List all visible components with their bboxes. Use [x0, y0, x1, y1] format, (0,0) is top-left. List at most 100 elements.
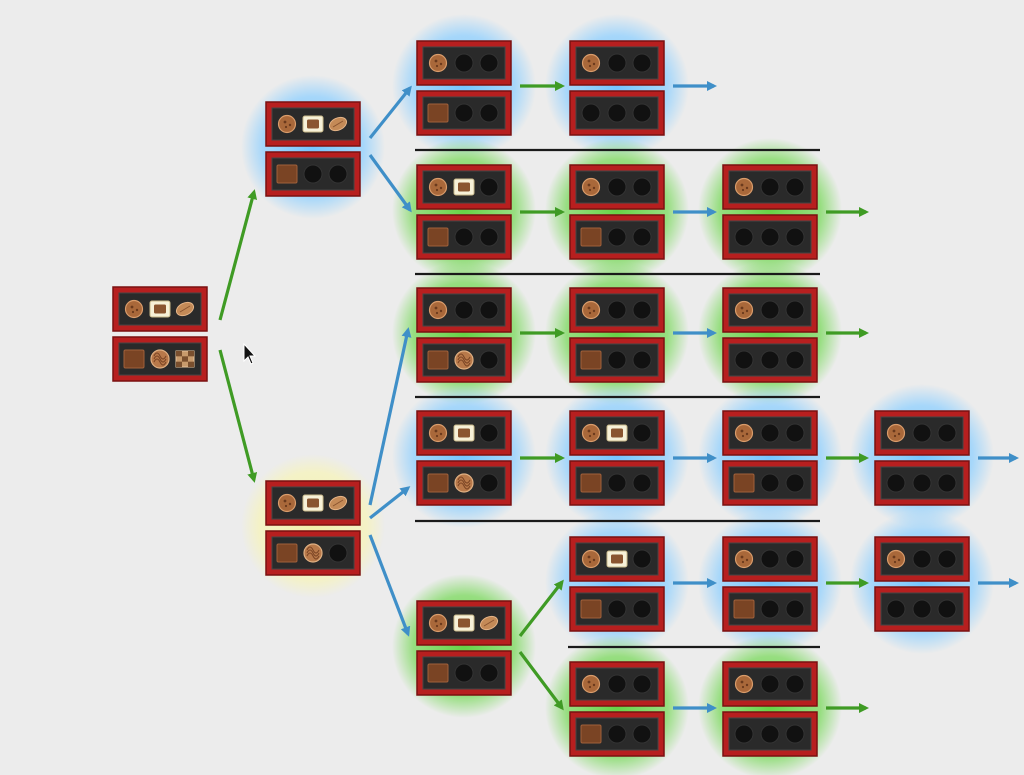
green-arrow: [218, 349, 258, 483]
chocolate-tray-top-l2-3: [416, 410, 512, 456]
empty-icon: [785, 300, 805, 320]
chocolate-tray-bottom-l1a: [265, 151, 361, 197]
state-node: [722, 536, 818, 632]
round-cookie-chocolate-icon: [734, 177, 754, 197]
round-cookie-chocolate-icon: [428, 423, 448, 443]
blue-glow: [392, 384, 536, 528]
state-node: [416, 164, 512, 260]
state-node: [569, 287, 665, 383]
empty-icon: [632, 599, 652, 619]
chocolate-tray-top-l1b: [265, 480, 361, 526]
empty-icon: [632, 350, 652, 370]
state-node: [874, 536, 970, 632]
empty-icon: [607, 300, 627, 320]
round-cookie-chocolate-icon: [581, 53, 601, 73]
wrapped-square-chocolate-icon: [606, 550, 628, 568]
empty-icon: [632, 53, 652, 73]
blue-arrow: [369, 486, 411, 520]
chocolate-tray-top-root: [112, 286, 208, 332]
state-node: [265, 101, 361, 197]
chocolate-tray-bottom-r1-0: [569, 214, 665, 260]
empty-icon: [632, 103, 652, 123]
green-glow: [545, 261, 689, 405]
chocolate-tray-bottom-l2-4: [416, 650, 512, 696]
yellow-glow: [241, 454, 385, 598]
chocolate-tray-bottom-l1b: [265, 530, 361, 576]
square-brown-chocolate-icon: [580, 473, 602, 493]
empty-icon: [632, 674, 652, 694]
empty-icon: [479, 53, 499, 73]
green-glow: [392, 574, 536, 718]
empty-icon: [760, 227, 780, 247]
empty-icon: [632, 300, 652, 320]
blue-glow: [545, 384, 689, 528]
chocolate-tray-top-r2-1: [722, 287, 818, 333]
chocolate-tray-bottom-r2-0: [569, 337, 665, 383]
square-brown-chocolate-icon: [276, 543, 298, 563]
blue-glow: [545, 14, 689, 158]
square-brown-chocolate-icon: [427, 350, 449, 370]
chocolate-tray-top-l2-4: [416, 600, 512, 646]
chocolate-tray-bottom-r5-0: [569, 711, 665, 757]
empty-icon: [479, 300, 499, 320]
chocolate-tray-bottom-r1-1: [722, 214, 818, 260]
empty-icon: [454, 300, 474, 320]
state-node: [416, 287, 512, 383]
round-cookie-chocolate-icon: [428, 300, 448, 320]
square-brown-chocolate-icon: [427, 473, 449, 493]
empty-icon: [760, 724, 780, 744]
round-cookie-chocolate-icon: [428, 177, 448, 197]
chocolate-tray-top-r4-1: [722, 536, 818, 582]
chocolate-tray-top-r3-1: [722, 410, 818, 456]
empty-icon: [734, 724, 754, 744]
empty-icon: [734, 350, 754, 370]
chocolate-tray-bottom-r2-1: [722, 337, 818, 383]
empty-icon: [760, 177, 780, 197]
empty-icon: [328, 543, 348, 563]
empty-icon: [479, 177, 499, 197]
round-cookie-chocolate-icon: [734, 549, 754, 569]
blue-arrow: [368, 154, 412, 213]
empty-icon: [479, 663, 499, 683]
empty-icon: [607, 724, 627, 744]
chocolate-tray-bottom-r3-0: [569, 460, 665, 506]
chocolate-tray-top-r4-0: [569, 536, 665, 582]
state-node: [874, 410, 970, 506]
empty-icon: [785, 473, 805, 493]
round-swirl-truffle-icon: [150, 349, 170, 369]
state-node: [416, 40, 512, 136]
empty-icon: [607, 227, 627, 247]
empty-icon: [912, 423, 932, 443]
empty-icon: [760, 300, 780, 320]
chocolate-tray-bottom-r4-0: [569, 586, 665, 632]
wrapped-square-chocolate-icon: [453, 424, 475, 442]
empty-icon: [607, 473, 627, 493]
green-glow: [545, 138, 689, 282]
empty-icon: [581, 103, 601, 123]
empty-icon: [912, 473, 932, 493]
chocolate-tray-bottom-r0-0: [569, 90, 665, 136]
square-brown-chocolate-icon: [123, 349, 145, 369]
round-swirl-truffle-icon: [454, 350, 474, 370]
round-cookie-chocolate-icon: [581, 300, 601, 320]
round-cookie-chocolate-icon: [581, 423, 601, 443]
state-node: [722, 661, 818, 757]
empty-icon: [937, 549, 957, 569]
blue-arrow: [368, 85, 412, 139]
empty-icon: [632, 724, 652, 744]
blue-glow: [392, 14, 536, 158]
empty-icon: [607, 177, 627, 197]
arrow-layer: [218, 81, 1019, 713]
square-brown-chocolate-icon: [427, 103, 449, 123]
state-node: [569, 164, 665, 260]
empty-icon: [607, 674, 627, 694]
empty-icon: [303, 164, 323, 184]
empty-icon: [937, 473, 957, 493]
chocolate-tray-bottom-l2-0: [416, 90, 512, 136]
chocolate-tray-bottom-l2-2: [416, 337, 512, 383]
empty-icon: [937, 599, 957, 619]
square-brown-chocolate-icon: [733, 599, 755, 619]
square-brown-chocolate-icon: [580, 350, 602, 370]
round-cookie-chocolate-icon: [886, 423, 906, 443]
chocolate-tray-top-l2-2: [416, 287, 512, 333]
